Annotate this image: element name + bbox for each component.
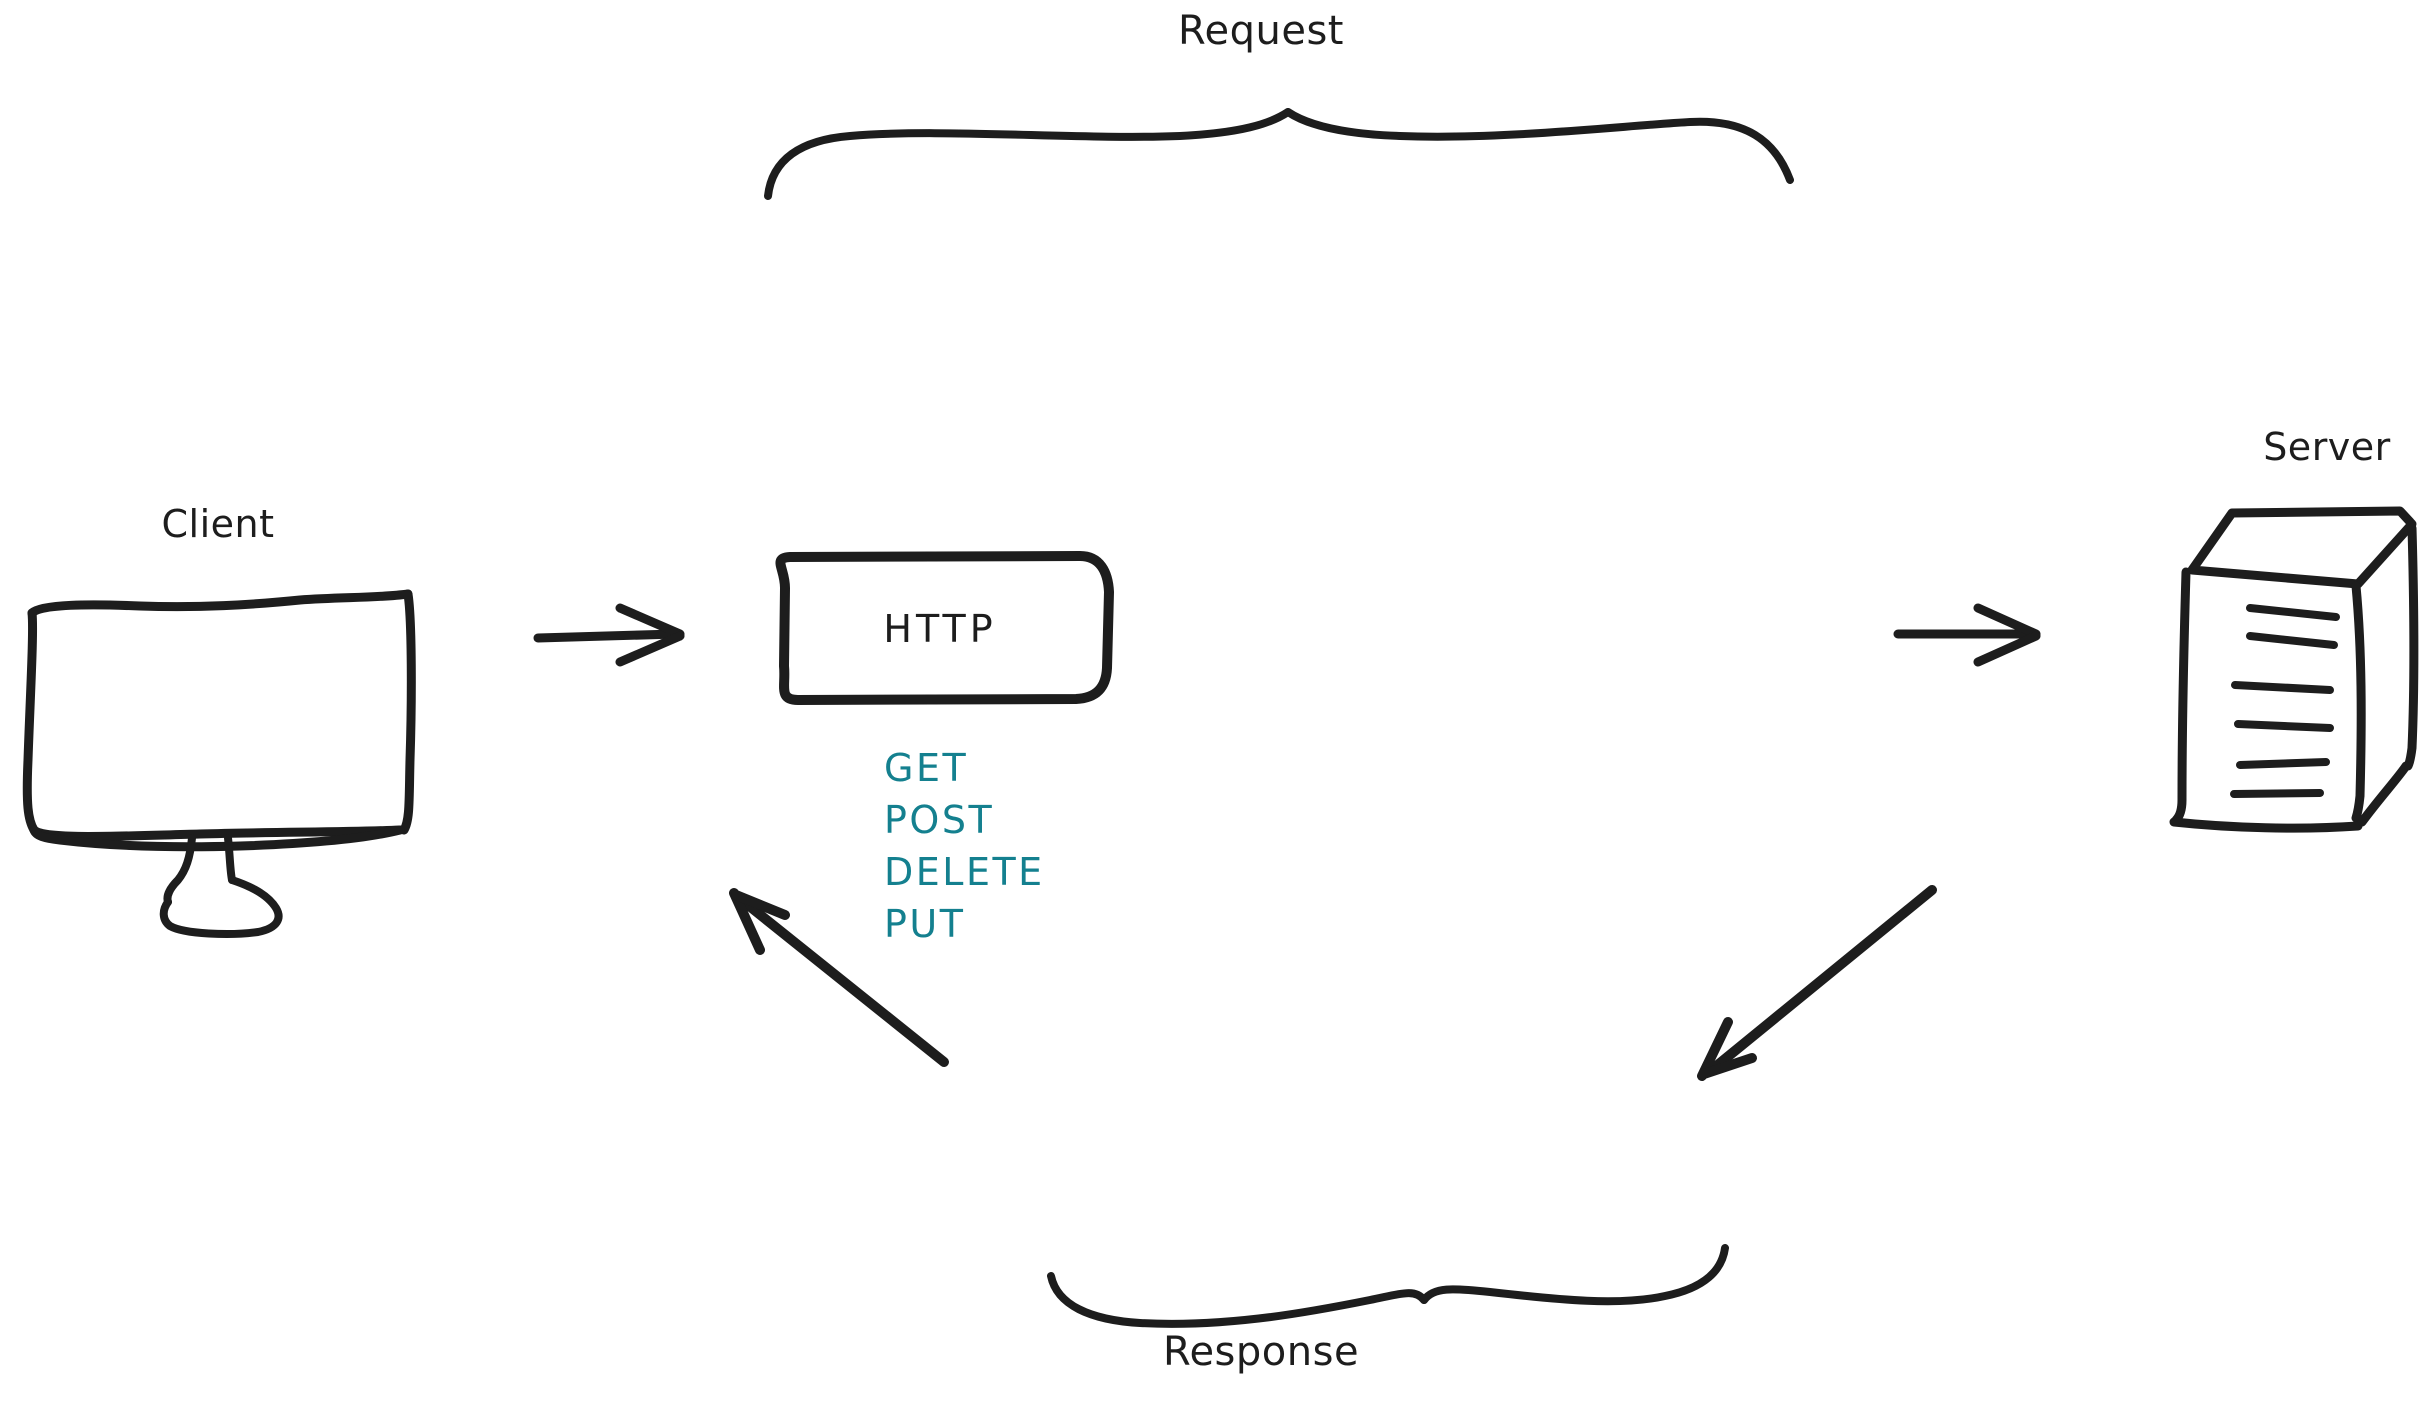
http-label: HTTP (883, 607, 997, 651)
arrow-client-to-http (533, 603, 685, 667)
arrow-server-to-downleft (1697, 885, 1937, 1081)
http-method-get: GET (884, 746, 969, 790)
http-method-delete: DELETE (884, 850, 1045, 894)
response-label: Response (1162, 1329, 1360, 1375)
arrow-http-to-server (1893, 603, 2041, 667)
http-method-post: POST (884, 798, 995, 842)
http-methods-list: GET POST DELETE PUT (884, 742, 1045, 950)
arrow-response-to-client (729, 888, 949, 1067)
server-label: Server (2263, 425, 2391, 469)
response-brace (1047, 1244, 1729, 1328)
client-monitor-icon (22, 589, 416, 938)
request-label: Request (1178, 8, 1344, 54)
server-tower-icon (2169, 506, 2419, 833)
http-box (775, 551, 1114, 705)
http-method-put: PUT (884, 902, 966, 946)
client-label: Client (161, 502, 275, 546)
request-brace (764, 108, 1794, 200)
